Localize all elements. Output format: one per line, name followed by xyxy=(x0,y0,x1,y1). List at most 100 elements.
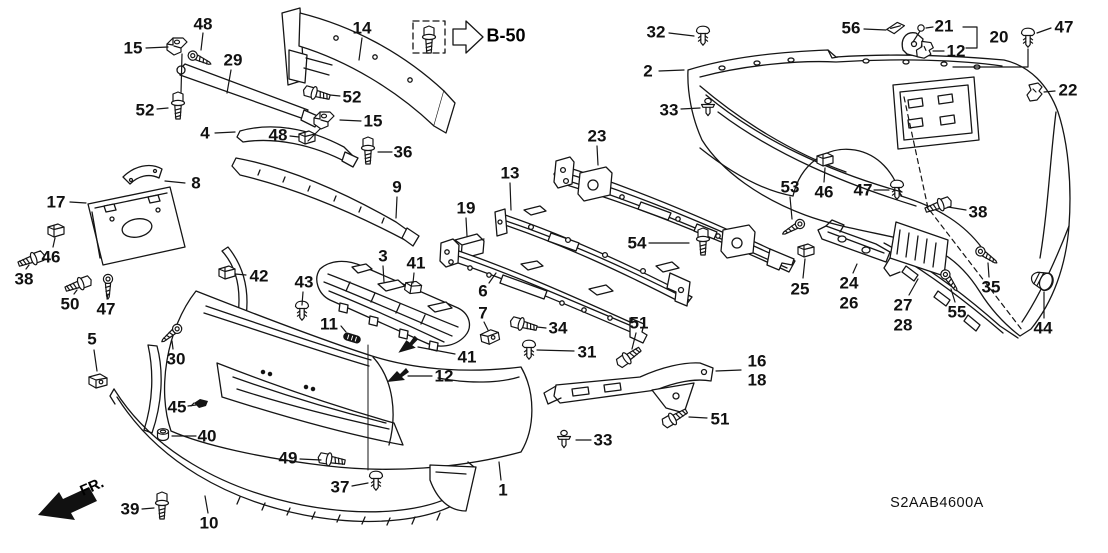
front-lip-spoiler xyxy=(109,388,477,526)
callout-48: 48 xyxy=(268,125,288,145)
callout-55: 55 xyxy=(947,302,967,322)
fr-direction-arrow-icon xyxy=(38,487,97,520)
leader-line-51 xyxy=(688,416,708,419)
callout-28: 28 xyxy=(893,315,913,335)
callout-43: 43 xyxy=(294,272,314,292)
leader-line-48 xyxy=(200,32,204,51)
arrow-glyph-icon xyxy=(395,334,421,354)
leader-line-38 xyxy=(947,206,967,211)
screw-icon xyxy=(779,217,807,239)
sqclip-icon xyxy=(47,223,65,238)
callout-33: 33 xyxy=(659,100,679,120)
leader-line-46 xyxy=(823,167,826,183)
reference-line xyxy=(307,128,321,142)
lower-stiffener-rail xyxy=(439,238,648,344)
sqclip-icon xyxy=(298,130,316,145)
leader-line-25 xyxy=(802,258,806,279)
callout-11: 11 xyxy=(320,314,338,334)
callout-48: 48 xyxy=(193,14,213,34)
leader-line-17 xyxy=(69,201,87,204)
leader-line-23 xyxy=(596,145,599,166)
emblem-icon xyxy=(341,330,363,346)
lower-retainer-strip xyxy=(231,157,420,247)
clip-icon xyxy=(695,25,711,46)
license-plate-bracket xyxy=(87,186,186,266)
callout-14: 14 xyxy=(352,18,372,38)
leader-line-47 xyxy=(1036,27,1052,34)
bolt-icon xyxy=(62,273,94,296)
leader-line-15 xyxy=(339,119,362,122)
leader-line-31 xyxy=(536,349,575,352)
bolt-icon xyxy=(154,491,170,520)
leader-line-41 xyxy=(412,272,415,284)
callout-47: 47 xyxy=(96,299,116,319)
callout-29: 29 xyxy=(223,50,243,70)
bolt-icon xyxy=(421,25,437,54)
reference-line xyxy=(180,53,183,94)
callout-47: 47 xyxy=(1054,17,1074,37)
rear-bumper xyxy=(687,32,1071,339)
callout-10: 10 xyxy=(199,513,219,533)
leader-line-4 xyxy=(214,131,236,134)
leader-line-2 xyxy=(658,69,685,72)
leader-line-53 xyxy=(789,196,793,220)
leader-line-52 xyxy=(329,94,341,97)
callout-40: 40 xyxy=(197,426,217,446)
leader-line-3 xyxy=(382,265,385,283)
leader-line-30 xyxy=(171,340,174,350)
leader-line-8 xyxy=(164,180,186,184)
callout-27: 27 xyxy=(893,295,913,315)
leader-line-22 xyxy=(1043,90,1056,93)
leader-line-11 xyxy=(340,325,347,333)
callout-1: 1 xyxy=(498,480,508,500)
leader-line-37 xyxy=(351,482,369,487)
leader-line-34 xyxy=(536,326,547,329)
callout-50: 50 xyxy=(60,294,80,314)
callout-13: 13 xyxy=(500,163,520,183)
leader-line-49 xyxy=(299,458,322,461)
leader-line-51 xyxy=(631,332,637,350)
front-grille xyxy=(316,260,471,352)
bracketL-icon xyxy=(166,37,188,56)
callout-4: 4 xyxy=(200,123,210,143)
callout-15: 15 xyxy=(123,38,143,58)
callout-51: 51 xyxy=(629,313,649,333)
boxbracket-icon xyxy=(88,373,108,389)
leader-line-50 xyxy=(73,289,78,295)
leader-line-35 xyxy=(987,262,990,278)
leader-line-56 xyxy=(863,28,887,31)
callout-51: 51 xyxy=(710,409,730,429)
callout-3: 3 xyxy=(378,246,388,266)
callout-54: 54 xyxy=(627,233,647,253)
leader-line-21 xyxy=(925,26,934,29)
callout-24: 24 xyxy=(839,273,859,293)
leader-line-48 xyxy=(289,135,300,138)
b50-arrow-icon xyxy=(452,20,484,54)
sqclip-icon xyxy=(797,243,815,258)
leader-line-13 xyxy=(509,182,512,211)
side-mount-bracket xyxy=(543,362,714,414)
leader-line-52 xyxy=(156,107,169,110)
callout-12: 12 xyxy=(434,366,454,386)
leader-line-14 xyxy=(358,37,363,61)
side-spacer-bracket xyxy=(817,219,891,263)
sqclip-icon xyxy=(218,265,236,280)
reference-line xyxy=(952,48,1029,68)
callout-9: 9 xyxy=(392,177,402,197)
leader-line-15 xyxy=(145,46,169,49)
callout-26: 26 xyxy=(839,293,859,313)
leader-line-42 xyxy=(234,273,247,276)
reference-line xyxy=(912,30,921,43)
callout-36: 36 xyxy=(393,142,413,162)
leader-line-45 xyxy=(187,404,197,407)
leader-line-7 xyxy=(483,321,489,331)
callout-20: 20 xyxy=(989,27,1009,47)
callout-35: 35 xyxy=(981,277,1001,297)
leader-line-19 xyxy=(465,217,468,237)
callout-53: 53 xyxy=(780,177,800,197)
callout-39: 39 xyxy=(120,499,140,519)
leader-line-33 xyxy=(680,107,701,110)
rear-bumper-beam xyxy=(553,156,796,273)
callout-47: 47 xyxy=(853,180,873,200)
